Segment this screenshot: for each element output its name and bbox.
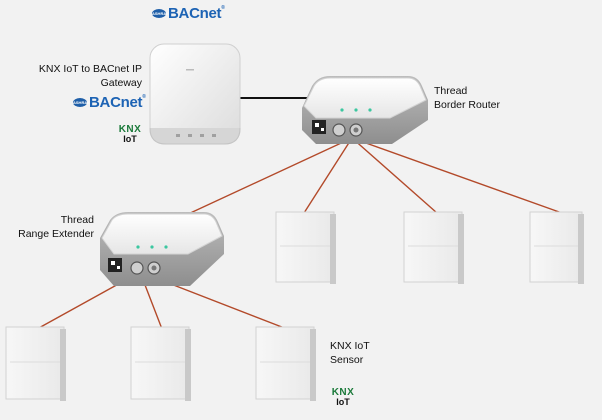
gateway-device: [149, 43, 241, 145]
sensor-label-line-2: Sensor: [330, 354, 364, 366]
gateway-label-line-1: KNX IoT to BACnet IP: [38, 63, 142, 75]
port-icon: [130, 261, 144, 275]
ashrae-badge: ASHRAE: [73, 98, 90, 107]
bacnet-logo-gateway: ASHRAE BACnet®: [73, 94, 146, 111]
bacnet-logo-text: BACnet: [168, 5, 222, 22]
range-extender-label: Thread Range Extender: [10, 213, 94, 241]
knx-iot-logo-gateway: KNX IoT: [116, 124, 144, 144]
knx-iot-logo-sensor: KNX IoT: [329, 387, 357, 407]
range-extender-label-line-1: Thread: [60, 214, 94, 226]
border-router-label: Thread Border Router: [434, 84, 500, 112]
range-extender-label-line-2: Range Extender: [18, 228, 94, 240]
thread-link-router-switch-1: [303, 137, 353, 214]
port-icon: [332, 123, 346, 137]
border-router-label-line-2: Border Router: [434, 99, 500, 111]
gateway-label-line-2: Gateway: [100, 77, 142, 89]
sensor-label: KNX IoT Sensor: [330, 339, 370, 367]
wall-switch-1: [275, 211, 336, 284]
wall-switch-3: [529, 211, 584, 284]
ashrae-badge: ASHRAE: [152, 9, 169, 18]
knx-logo-sub: IoT: [123, 134, 137, 144]
sensor-label-line-1: KNX IoT: [330, 340, 370, 352]
wall-switch-2: [403, 211, 464, 284]
range-extender-device: [100, 212, 224, 286]
knx-logo-mark: KNX: [118, 124, 142, 135]
gateway-label: KNX IoT to BACnet IP Gateway: [22, 62, 142, 90]
bacnet-logo-text: BACnet: [89, 94, 143, 111]
bacnet-logo-top: ASHRAE BACnet®: [152, 5, 225, 22]
knx-logo-mark: KNX: [331, 387, 355, 398]
border-router-label-line-1: Thread: [434, 85, 468, 97]
thread-link-router-switch-3: [351, 137, 563, 214]
wall-switch-5: [130, 326, 191, 401]
border-router-device: [302, 76, 428, 144]
knx-logo-sub: IoT: [336, 397, 350, 407]
thread-link-router-switch-2: [351, 137, 438, 214]
knx-iot-sensor: [255, 326, 316, 401]
wall-switch-4: [5, 326, 66, 401]
